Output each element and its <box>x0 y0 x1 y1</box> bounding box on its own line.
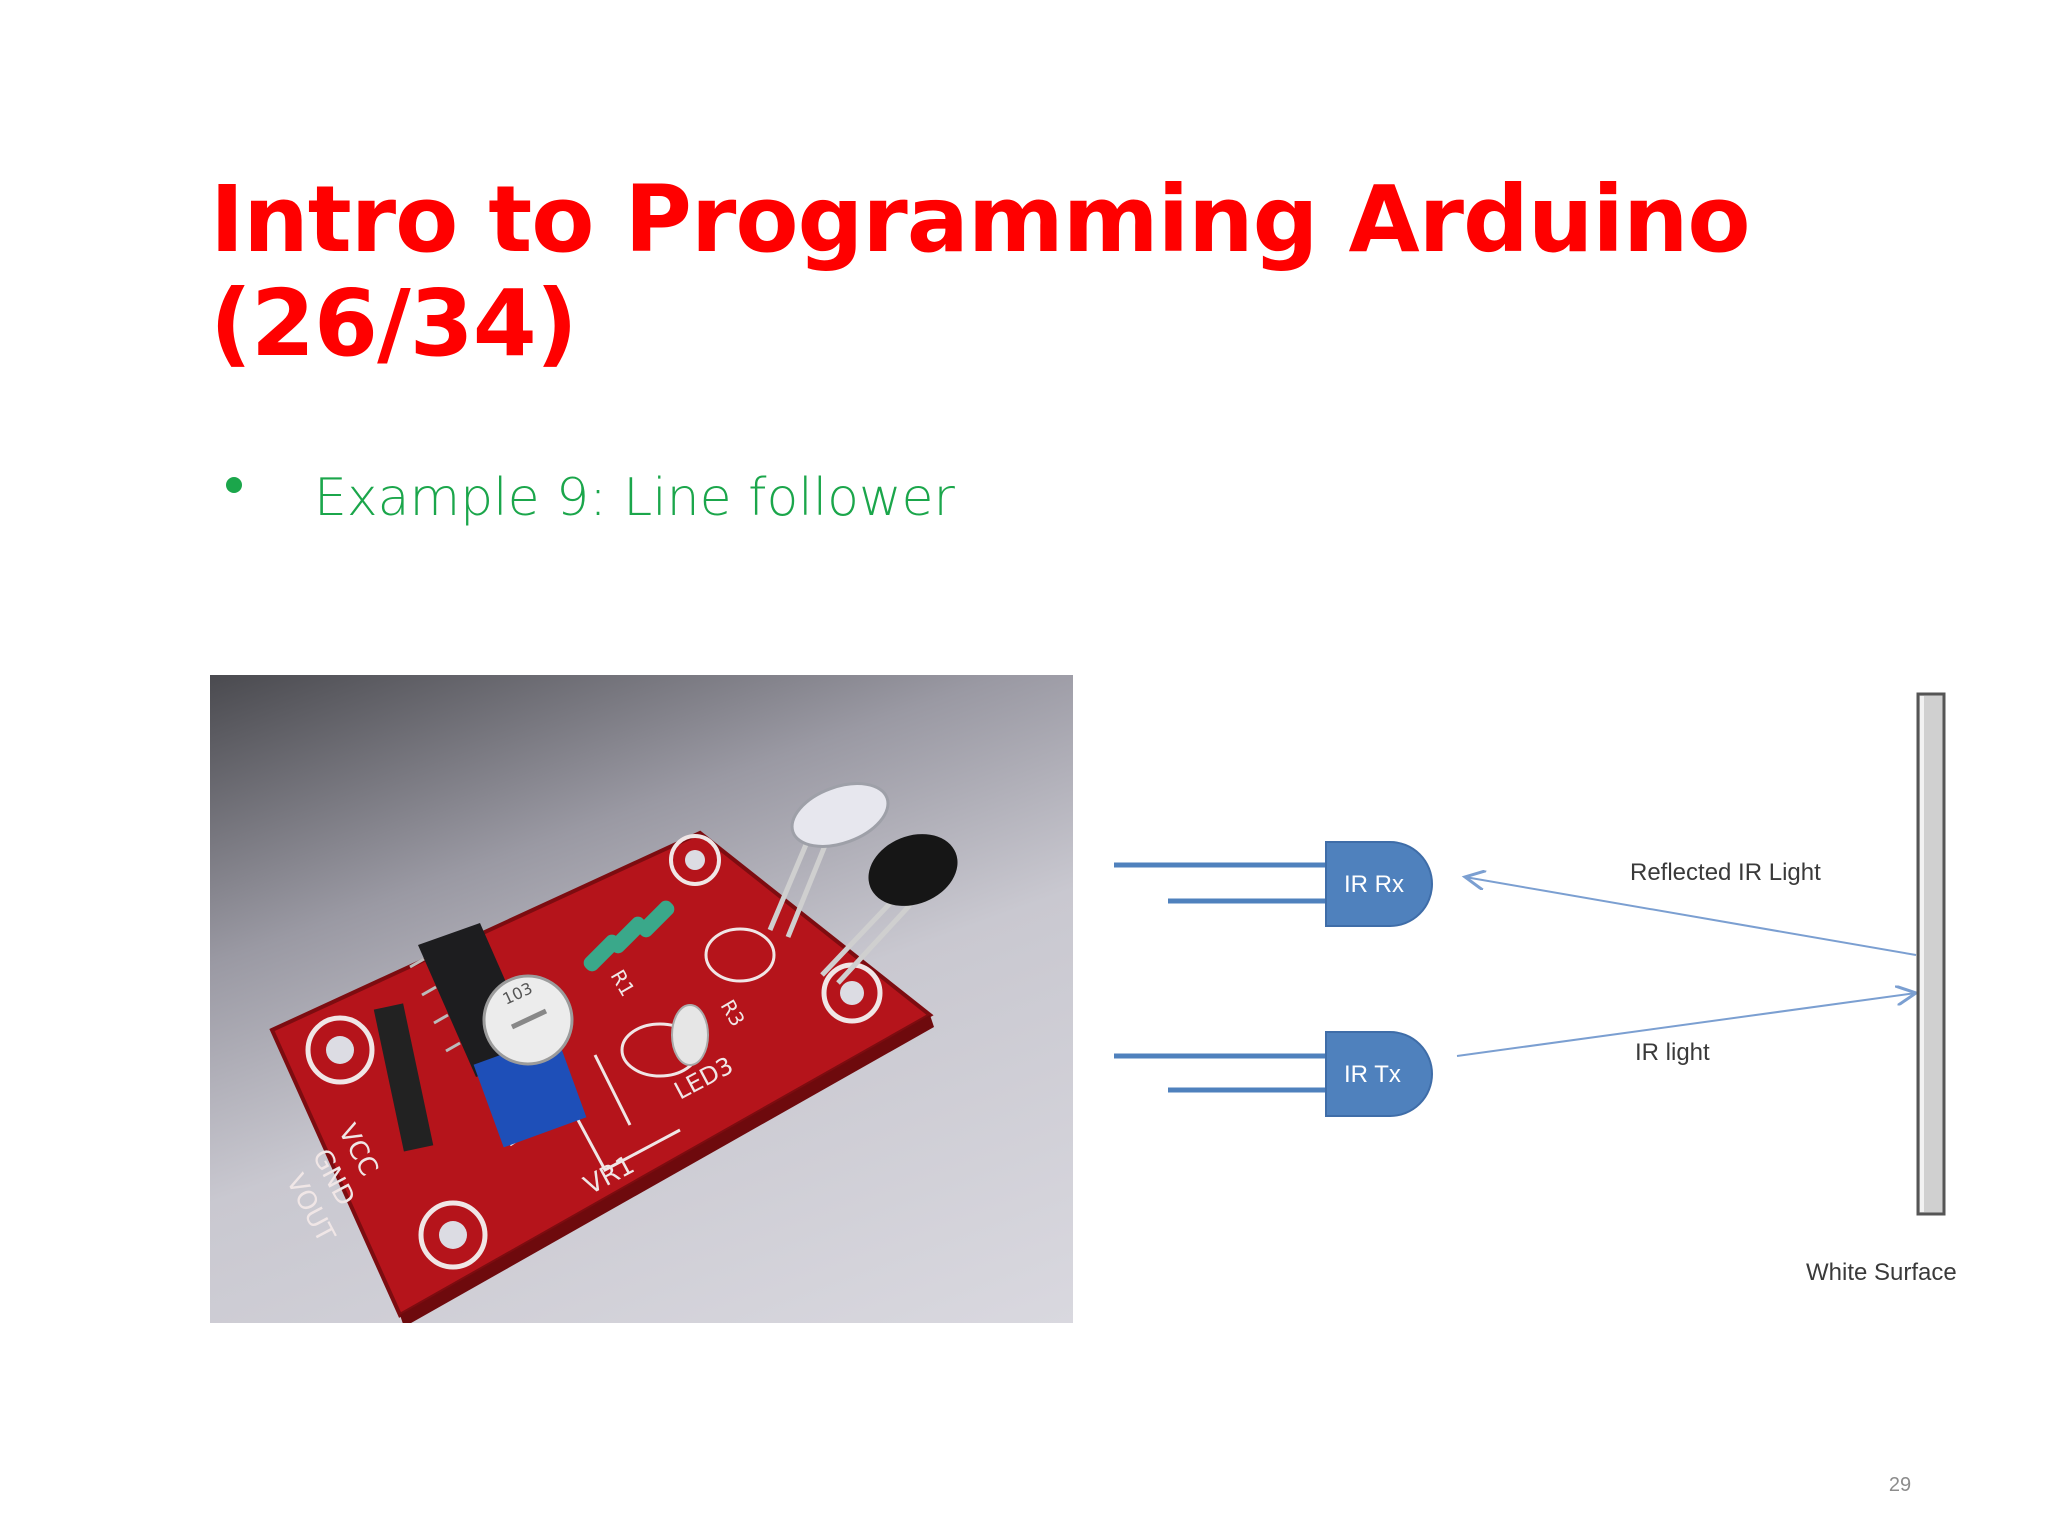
mounting-hole-center <box>439 1221 467 1249</box>
mounting-hole-center <box>840 981 864 1005</box>
slide-title-line-2: (26/34) <box>210 270 578 377</box>
ir-sensor-module-photo: VCC GND VOUT VR1 LED3 R3 R1 103 <box>210 675 1073 1323</box>
ir-transmitter: IR Tx <box>1114 1031 1433 1117</box>
led-lead <box>785 842 829 938</box>
resistor-group <box>583 900 675 972</box>
reflected-light-label: Reflected IR Light <box>1630 859 1821 886</box>
indicator-led <box>671 1004 709 1066</box>
ir-receiver-led <box>868 834 958 906</box>
bullet-list: Example 9: Line follower <box>226 468 955 528</box>
led-lead <box>767 834 813 931</box>
ir-reflection-diagram: IR Rx IR Tx Reflected IR Light IR light … <box>1114 692 1957 1286</box>
slide-title: Intro to Programming Arduino (26/34) <box>210 168 1910 376</box>
ir-sensor-module-illustration: VCC GND VOUT VR1 LED3 R3 R1 103 <box>269 782 958 1323</box>
silkscreen-outline <box>704 927 776 983</box>
ir-light-arrow <box>1456 993 1916 1057</box>
ic-pin <box>421 985 437 997</box>
bullet-item: Example 9: Line follower <box>226 468 955 528</box>
led-lead <box>836 903 912 985</box>
mounting-hole <box>669 834 721 886</box>
bullet-dot-icon <box>226 477 242 493</box>
reflected-light-arrow <box>1465 877 1917 956</box>
silkscreen-outline <box>593 1054 632 1126</box>
pcb-board-edge <box>400 1015 934 1323</box>
ic-pin <box>433 1013 449 1025</box>
ir-light-label: IR light <box>1635 1039 1710 1066</box>
bullet-text: Example 9: Line follower <box>314 468 955 528</box>
led-lead <box>820 893 900 977</box>
transmitter-led-body <box>1325 1031 1433 1117</box>
potentiometer-slot <box>510 1008 548 1030</box>
mounting-hole <box>418 1200 488 1270</box>
mounting-hole-center <box>326 1036 354 1064</box>
header-pins <box>373 1003 434 1152</box>
resistor <box>637 900 675 938</box>
resistor <box>609 916 647 954</box>
page-number: 29 <box>1888 1474 1912 1496</box>
receiver-led-body <box>1325 841 1433 927</box>
mounting-hole-center <box>685 850 705 870</box>
ir-receiver: IR Rx <box>1114 841 1433 927</box>
mounting-hole <box>305 1015 375 1085</box>
ir-transmitter-led <box>790 782 890 848</box>
white-surface-label: White Surface <box>1806 1259 1957 1286</box>
ic-pin <box>409 957 425 969</box>
potentiometer-body <box>473 1034 587 1148</box>
receiver-label: IR Rx <box>1344 871 1404 898</box>
slide-title-line-1: Intro to Programming Arduino <box>210 166 1751 273</box>
transmitter-label: IR Tx <box>1344 1061 1401 1088</box>
ic-pin <box>445 1041 461 1053</box>
